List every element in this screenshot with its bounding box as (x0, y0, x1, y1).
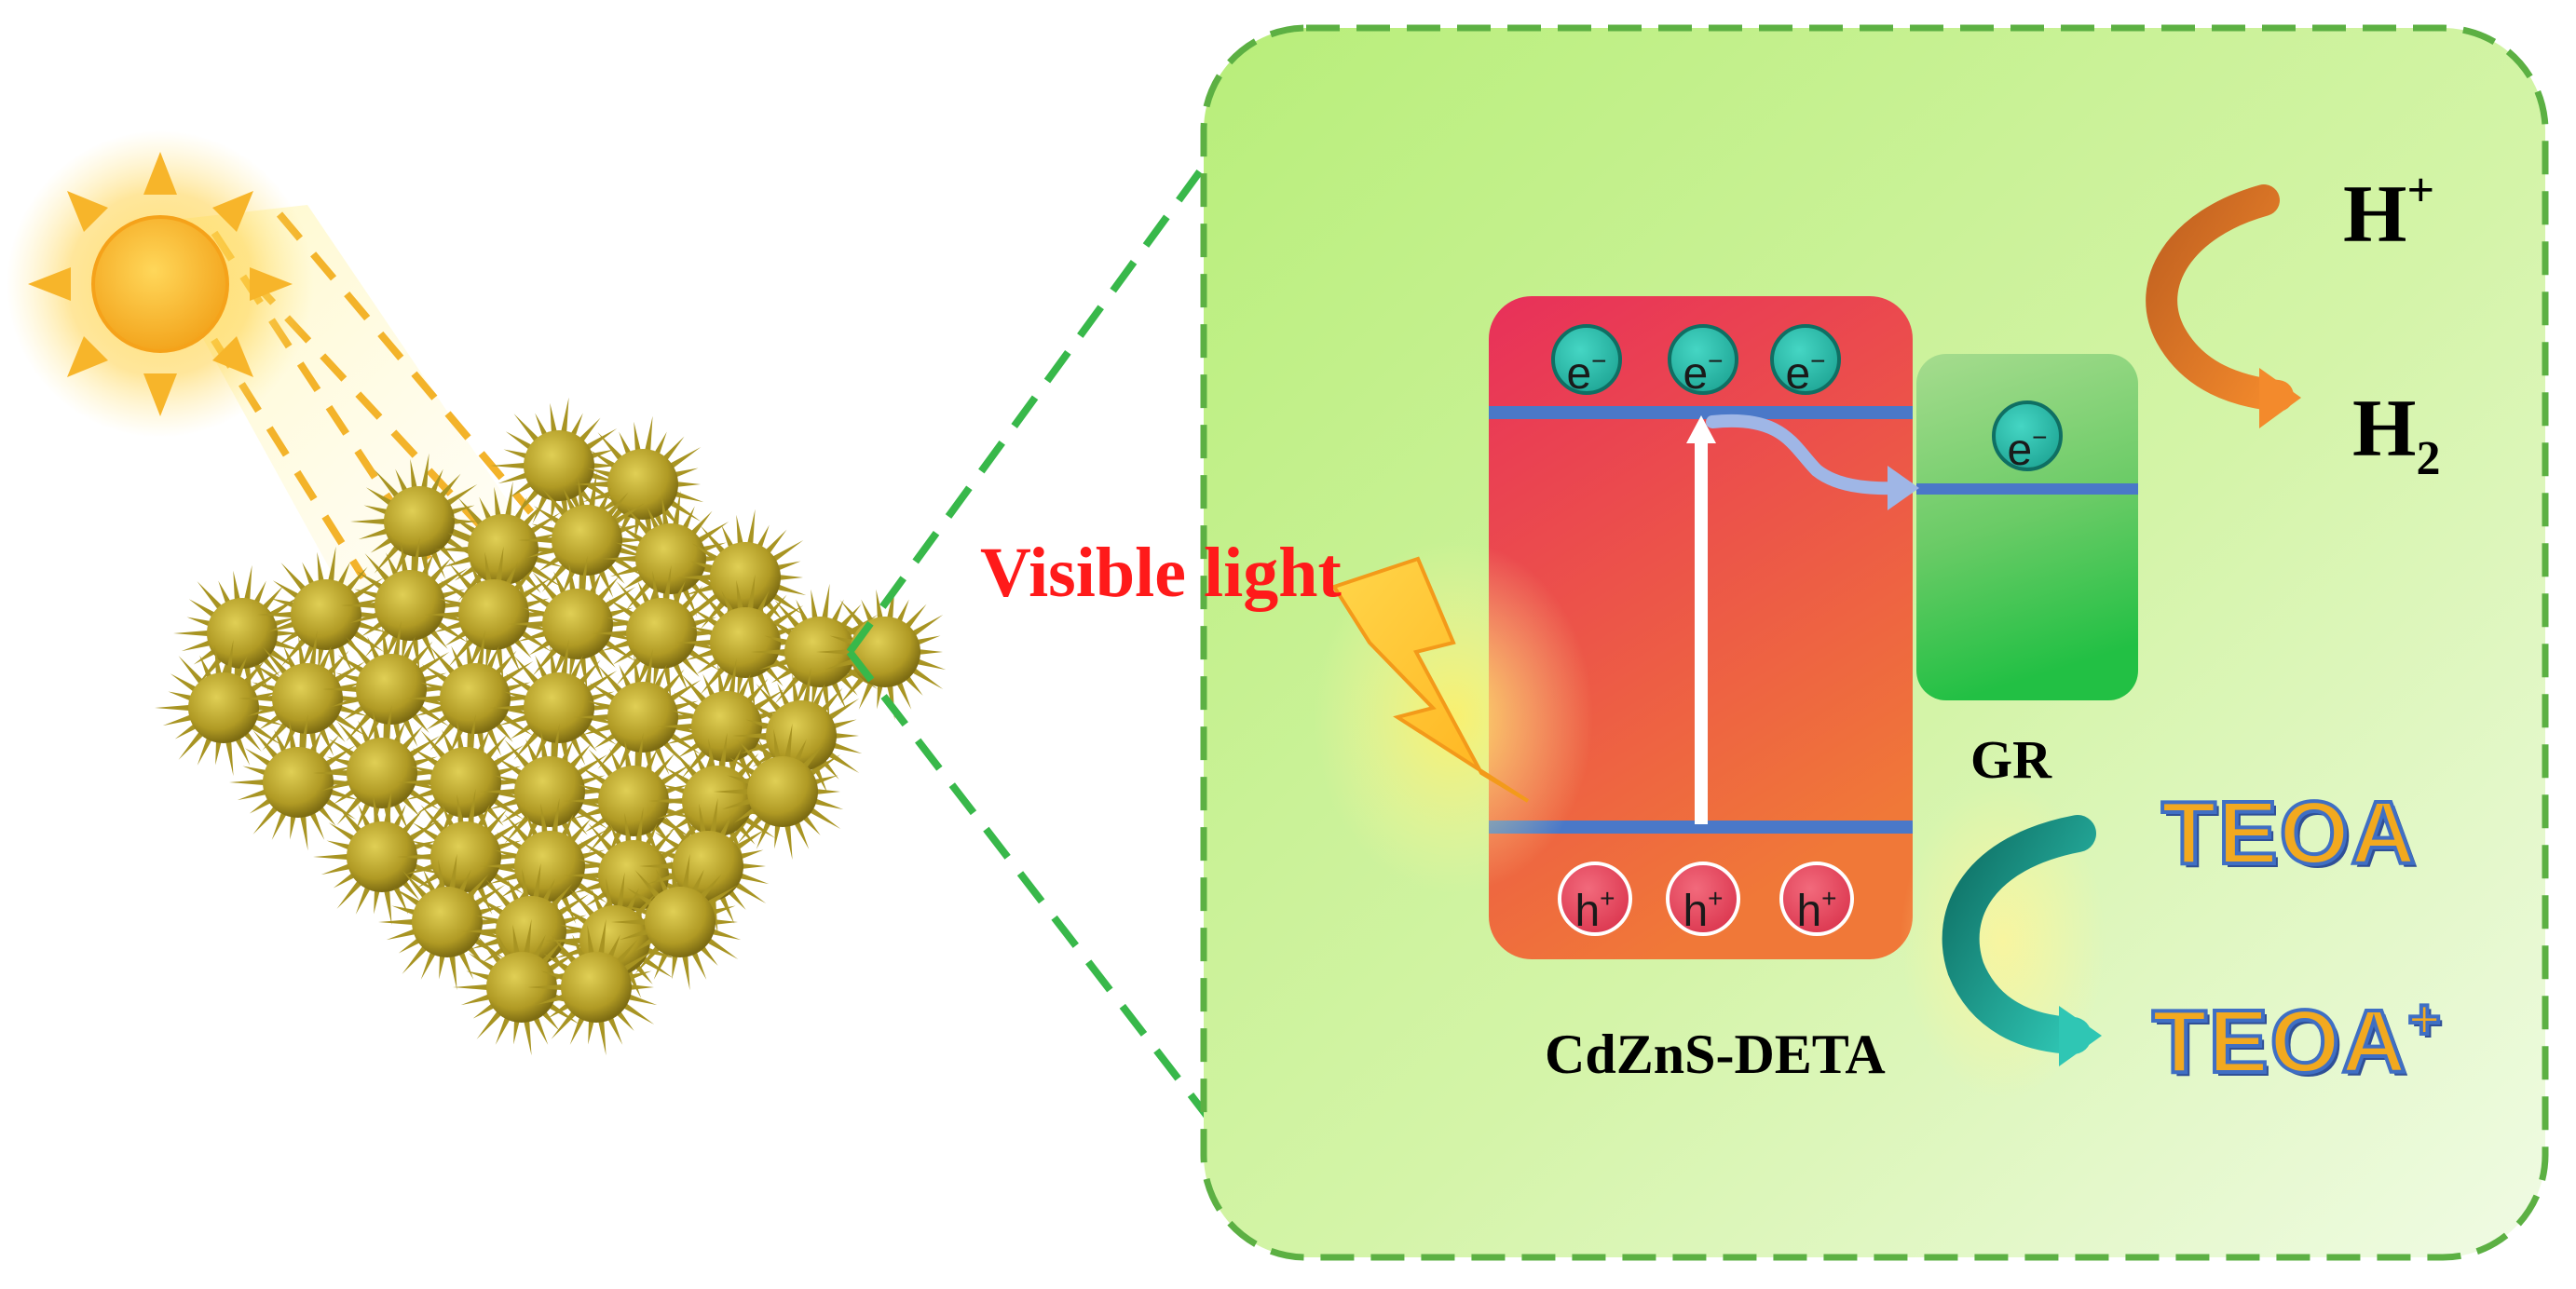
spiky-particle (313, 788, 443, 926)
electron-transfer-arrowhead (1888, 466, 1919, 510)
spiky-particle (229, 713, 360, 851)
spiky-particle (714, 723, 844, 861)
sun-icon (7, 130, 314, 438)
electron-transfer-arrow (1706, 414, 1915, 495)
spiky-particle (527, 918, 658, 1056)
spiky-particle (676, 509, 807, 646)
hole-vb-2: h+ (1666, 862, 1740, 936)
hole-vb-3: h+ (1779, 862, 1854, 936)
h2-label: H2 (2352, 384, 2441, 485)
spiky-particle (453, 918, 583, 1056)
h-plus-label: H+ (2343, 164, 2435, 260)
hole-vb-1: h+ (1558, 862, 1632, 936)
spiky-particle-cluster (155, 397, 947, 1056)
electron-cb-2: e− (1668, 324, 1738, 399)
zoom-lines (846, 128, 1233, 1148)
curved-arrow-icon (2146, 184, 2301, 428)
teoa-label: TEOA (2160, 781, 2418, 885)
gr-block (1916, 354, 2138, 700)
spiky-particle (425, 546, 555, 684)
spiky-particle (341, 536, 471, 674)
spiky-particle (322, 620, 453, 758)
electron-cb-1: e− (1551, 324, 1622, 399)
lightning-icon (1314, 540, 1593, 894)
curved-arrow-icon (1901, 782, 2106, 1099)
cdzns-deta-label: CdZnS-DETA (1545, 1024, 1886, 1085)
spiky-particle (239, 630, 369, 767)
electron-cb-3: e− (1770, 324, 1841, 399)
spiky-particle (816, 583, 947, 721)
spiky-particle (732, 667, 863, 805)
gr-label: GR (1970, 729, 2051, 790)
teoa-oxidized-label: TEOA+ (2150, 986, 2443, 1093)
spiky-particle (155, 639, 285, 777)
spiky-particle (611, 853, 742, 991)
spiky-particle (350, 453, 481, 590)
electron-gr: e− (1992, 400, 2063, 475)
spiky-particle (481, 723, 611, 861)
visible-light-label: Visible light (980, 534, 1342, 612)
spiky-particle (378, 853, 509, 991)
excitation-arrow (1686, 415, 1716, 824)
